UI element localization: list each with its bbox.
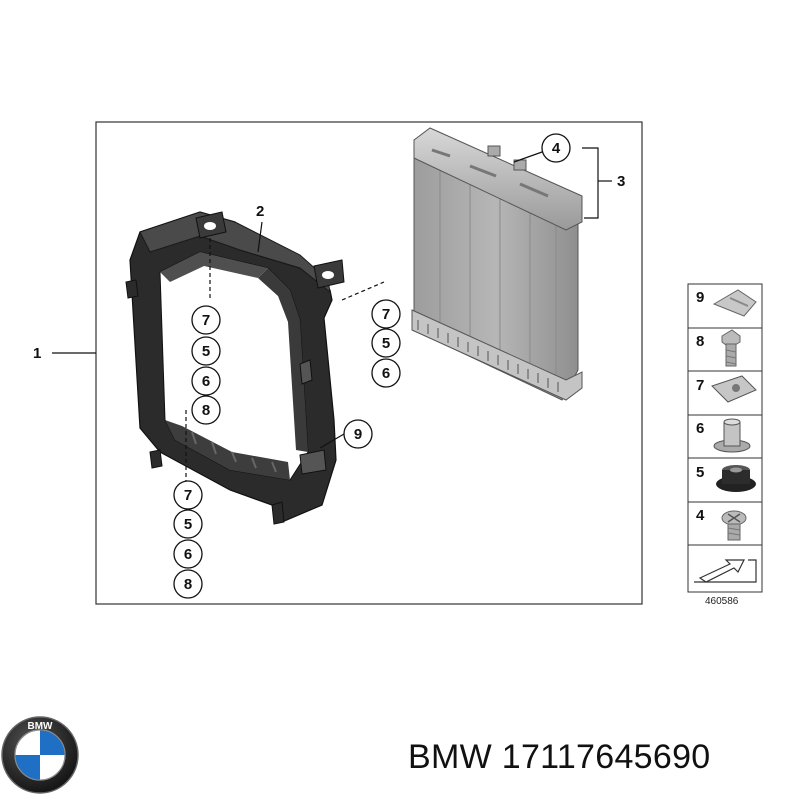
legend-number-9: 9 <box>696 289 704 306</box>
diagram-code: 460586 <box>705 596 739 607</box>
callout-label-1: 1 <box>33 345 41 362</box>
fastener-stack-top: 7 5 6 8 <box>191 305 221 425</box>
legend-number-6: 6 <box>696 420 704 437</box>
legend-number-5: 5 <box>696 464 704 481</box>
svg-text:6: 6 <box>382 365 390 382</box>
radiator-frame-drawing <box>125 211 345 525</box>
svg-text:8: 8 <box>184 576 192 593</box>
svg-text:5: 5 <box>202 343 210 360</box>
screw-icon <box>721 510 747 541</box>
fastener-stack-bottom: 7 5 6 8 <box>173 480 203 599</box>
callout-circle-9: 9 <box>343 419 373 449</box>
callout-label-2: 2 <box>256 203 264 220</box>
fastener-stack-right: 7 5 6 <box>371 299 401 388</box>
svg-text:6: 6 <box>184 546 192 563</box>
leader-lines <box>52 147 612 482</box>
svg-text:7: 7 <box>202 312 210 329</box>
svg-text:7: 7 <box>184 487 192 504</box>
svg-text:8: 8 <box>202 402 210 419</box>
clip-icon <box>712 289 757 317</box>
grommet-sleeve-icon <box>713 418 751 453</box>
svg-text:5: 5 <box>184 516 192 533</box>
svg-text:BMW: BMW <box>28 721 54 732</box>
speed-nut-icon <box>711 375 757 403</box>
bolt-icon <box>721 329 741 367</box>
rubber-grommet-icon <box>716 465 756 492</box>
svg-text:7: 7 <box>382 306 390 323</box>
parts-legend: 9 8 7 6 5 <box>687 283 763 593</box>
direction-arrow-icon <box>694 559 757 583</box>
legend-number-8: 8 <box>696 333 704 350</box>
callout-circle-4: 4 <box>541 133 571 163</box>
part-number-caption: BMW 17117645690 <box>408 738 711 776</box>
legend-number-7: 7 <box>696 377 704 394</box>
callout-label-3: 3 <box>617 173 625 190</box>
radiator-drawing <box>411 127 583 401</box>
svg-text:4: 4 <box>552 140 561 157</box>
svg-text:5: 5 <box>382 335 390 352</box>
svg-text:9: 9 <box>354 426 362 443</box>
diagram-frame-border <box>95 121 643 605</box>
bmw-roundel-icon: BMW <box>1 716 79 794</box>
svg-text:6: 6 <box>202 373 210 390</box>
legend-number-4: 4 <box>696 507 705 524</box>
